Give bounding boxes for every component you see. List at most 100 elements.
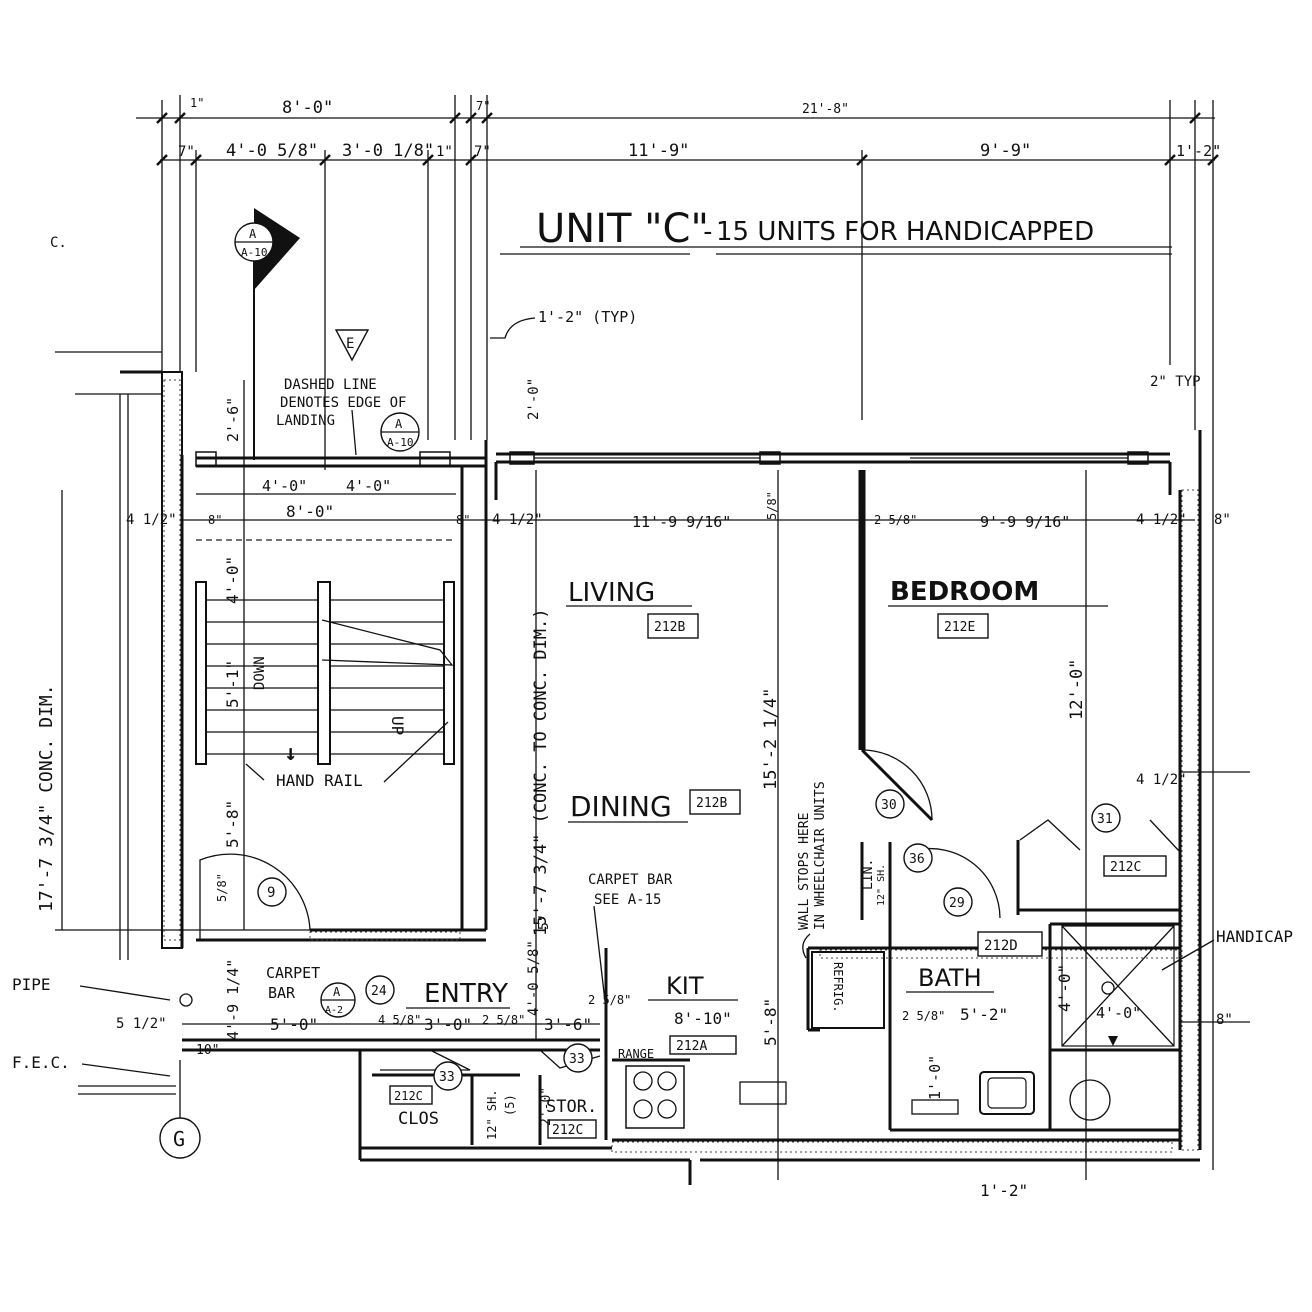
grid-bubble-g: G (159, 1060, 201, 1159)
door-tag-30: 30 (875, 789, 905, 819)
svg-text:2'-0": 2'-0" (526, 378, 542, 420)
lin-sh-label: 12" SH. (876, 864, 887, 906)
section-callout-a-10-b: A A-10 (380, 412, 420, 452)
callout-a2-top: A (395, 417, 403, 431)
lin-label: LIN. (861, 859, 876, 890)
svg-text:2 5/8": 2 5/8" (588, 993, 631, 1007)
room-dining: DINING 212B (568, 789, 741, 823)
room-kit-name: KIT (666, 972, 704, 1000)
svg-text:2'-0": 2'-0" (539, 1087, 554, 1126)
title-dash: - (700, 217, 716, 247)
dim-d8: 1'-2" (1176, 142, 1221, 160)
door-tag-24: 24 (365, 975, 395, 1005)
stair-up-label: UP (388, 716, 407, 735)
room-stor-name: STOR. (546, 1097, 597, 1117)
doors (199, 749, 1181, 1071)
note-handicap: HANDICAP (1216, 927, 1293, 946)
note-carpet-l2: BAR (268, 984, 296, 1002)
room-bath-name: BATH (918, 964, 982, 992)
room-dining-tag: 212B (696, 796, 727, 811)
svg-text:8": 8" (1214, 512, 1231, 528)
fixtures: REFRIG. RANGE LIN. 12" SH. 12" SH. (5) (485, 859, 1175, 1140)
svg-text:A-2: A-2 (325, 1005, 343, 1016)
svg-text:4'-0": 4'-0" (1096, 1004, 1141, 1022)
note-typ: 1'-2" (TYP) (538, 308, 637, 326)
svg-text:36: 36 (909, 852, 925, 867)
center-notes: 15'-7 3/4" (CONC. TO CONC. DIM.) CARPET … (266, 470, 1293, 1180)
svg-text:A: A (333, 985, 341, 999)
stair: DOWN UP ↓ (195, 539, 455, 766)
dim-d7: 9'-9" (980, 141, 1031, 161)
svg-text:12'-0": 12'-0" (1067, 659, 1087, 720)
dim-d9: 1" (190, 96, 204, 110)
stair-arrow: ↓ (284, 741, 297, 766)
room-clos-tag: 212C (394, 1089, 423, 1103)
callout-a-bot: A-10 (241, 246, 268, 259)
room-kit-dim: 8'-10" (674, 1009, 732, 1028)
section-callout-a-2: A A-2 (320, 982, 356, 1018)
note-dashed-3: LANDING (276, 413, 335, 429)
svg-text:3'-6": 3'-6" (544, 1015, 592, 1034)
note-pipe: PIPE (12, 975, 51, 994)
dim-d2: 4'-0 5/8" (226, 141, 318, 161)
svg-text:5'-8": 5'-8" (223, 800, 242, 848)
svg-text:2 5/8": 2 5/8" (902, 1009, 945, 1023)
svg-text:10": 10" (196, 1043, 219, 1058)
svg-text:2 5/8": 2 5/8" (482, 1013, 525, 1027)
dim-overall-right: 21'-8" (802, 102, 849, 117)
door-tag-31: 31 (1091, 803, 1121, 833)
svg-text:9'-9 9/16": 9'-9 9/16" (980, 513, 1070, 531)
note-carpet-l1: CARPET (266, 964, 320, 982)
room-kit-tag: 212A (676, 1039, 707, 1054)
dim-d3: 3'-0 1/8" (342, 141, 434, 161)
dim-overall-left: 8'-0" (282, 98, 333, 118)
svg-text:4 1/2": 4 1/2" (492, 512, 543, 528)
room-stor: STOR. 212C (546, 1097, 597, 1139)
svg-text:5'-8": 5'-8" (761, 998, 780, 1046)
room-entry-name: ENTRY (424, 979, 508, 1009)
section-callout-a-10: A A-10 (234, 208, 300, 460)
room-closet-c-tag: 212C (1110, 860, 1141, 875)
svg-text:8'-0": 8'-0" (286, 502, 334, 521)
room-bedroom: BEDROOM 212E (888, 577, 1108, 639)
top-dimensions: 8'-0" 21'-8" 7" 4'-0 5/8" 3'-0 1/8" 1" 7… (136, 95, 1221, 1170)
unit-subtitle: 15 UNITS FOR HANDICAPPED (716, 217, 1094, 247)
svg-text:30: 30 (881, 798, 897, 813)
door-tag-29: 29 (943, 887, 973, 917)
svg-text:4'-9 1/4": 4'-9 1/4" (224, 959, 242, 1040)
hand-rail-note: HAND RAIL (245, 721, 449, 790)
room-closet-c: 212C (1103, 855, 1167, 877)
room-living-name: LIVING (568, 578, 655, 608)
door-tag-33b: 33 (563, 1043, 593, 1073)
dim-d5: 7" (474, 144, 491, 160)
room-stor-tag: 212C (552, 1123, 583, 1138)
room-bath: BATH 212D 5'-2" (906, 931, 1043, 1024)
door-tag-9: 9 (257, 877, 287, 907)
svg-text:G: G (173, 1127, 185, 1151)
svg-text:24: 24 (371, 984, 387, 999)
svg-text:4'-0": 4'-0" (346, 477, 391, 495)
svg-text:4 5/8": 4 5/8" (378, 1013, 421, 1027)
note-carpet-bar-2: SEE A-15 (594, 892, 661, 908)
svg-text:5": 5" (537, 914, 552, 930)
clos-sh-label: 12" SH. (485, 1089, 499, 1140)
room-clos: 212C CLOS (389, 1085, 439, 1129)
door-tags: 9 24 29 30 31 33 33 36 (257, 789, 1121, 1091)
svg-text:5/8": 5/8" (765, 491, 779, 520)
svg-text:5 1/2": 5 1/2" (116, 1016, 167, 1032)
note-hand-rail: HAND RAIL (276, 771, 363, 790)
e-tag-letter: E (346, 336, 354, 352)
note-conc-dim: 17'-7 3/4" CONC. DIM. (36, 684, 57, 912)
room-entry: ENTRY (406, 979, 510, 1009)
svg-text:8": 8" (456, 513, 470, 527)
room-bedroom-name: BEDROOM (890, 577, 1039, 607)
svg-text:33: 33 (569, 1052, 585, 1067)
svg-text:31: 31 (1097, 812, 1113, 827)
svg-text:4 1/2": 4 1/2" (1136, 772, 1187, 788)
room-kit: KIT 8'-10" 212A (648, 972, 738, 1055)
svg-text:3'-0": 3'-0" (424, 1015, 472, 1034)
door-tag-33a: 33 (433, 1061, 463, 1091)
callout-a2-bot: A-10 (387, 436, 414, 449)
dim-d6: 11'-9" (628, 141, 689, 161)
